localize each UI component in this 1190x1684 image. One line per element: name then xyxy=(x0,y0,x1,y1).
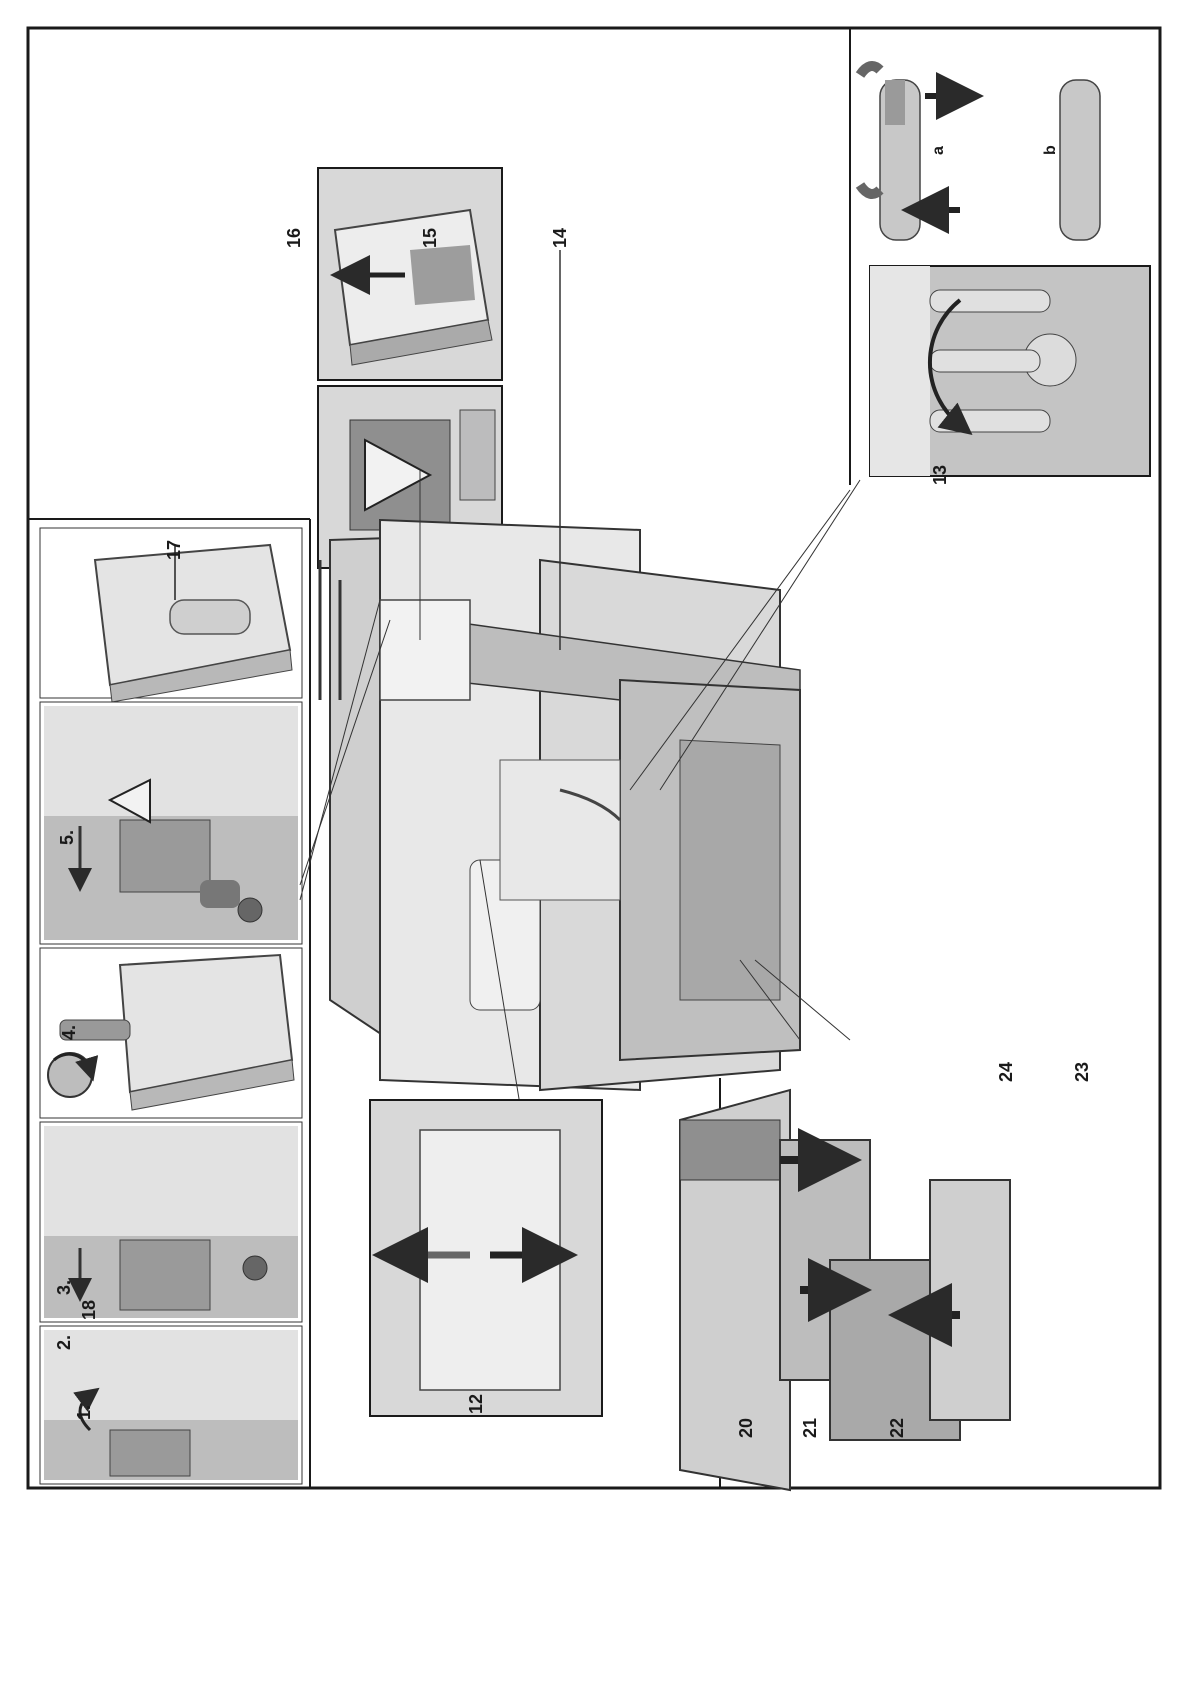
nozzle-panel-13 xyxy=(870,266,1150,476)
label-1: 1. xyxy=(74,1405,94,1420)
label-16: 16 xyxy=(284,228,304,248)
label-15: 15 xyxy=(420,228,440,248)
detail-panel-16 xyxy=(318,168,502,380)
label-23: 23 xyxy=(1072,1062,1092,1082)
label-24: 24 xyxy=(996,1062,1016,1082)
step-panels xyxy=(40,528,302,1484)
label-a: a xyxy=(930,146,947,155)
label-3: 3. xyxy=(54,1280,74,1295)
label-20: 20 xyxy=(736,1418,756,1438)
label-13: 13 xyxy=(930,465,950,485)
label-18: 18 xyxy=(79,1300,99,1320)
label-17: 17 xyxy=(164,540,184,560)
label-22: 22 xyxy=(887,1418,907,1438)
label-4: 4. xyxy=(59,1025,79,1040)
label-b: b xyxy=(1042,145,1059,155)
label-2: 2. xyxy=(54,1335,74,1350)
label-5: 5. xyxy=(57,830,77,845)
detail-panel-12 xyxy=(370,1100,602,1416)
label-21: 21 xyxy=(800,1418,820,1438)
label-12: 12 xyxy=(466,1394,486,1414)
nozzle-panel-ab xyxy=(858,36,1150,252)
label-14: 14 xyxy=(550,228,570,248)
